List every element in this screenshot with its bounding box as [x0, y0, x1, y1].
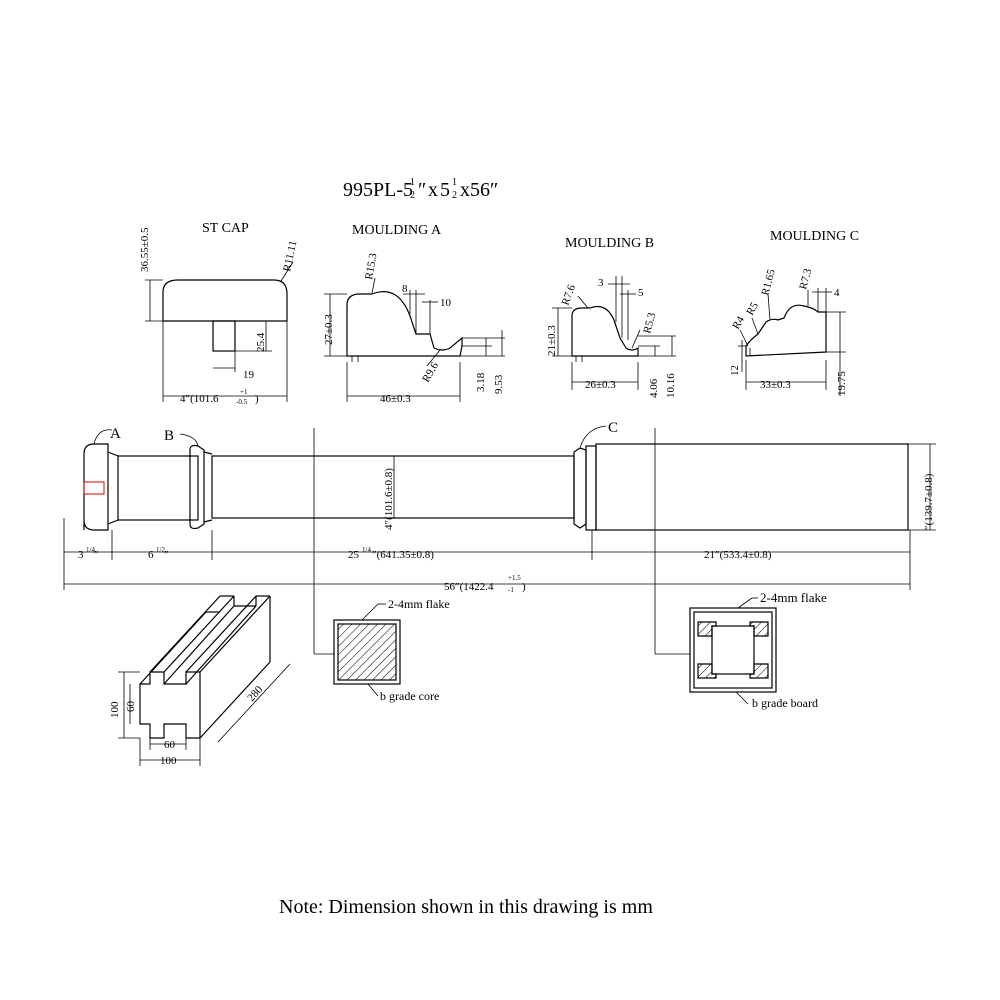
svg-text:26±0.3: 26±0.3: [585, 379, 616, 391]
svg-text:9.53: 9.53: [493, 374, 505, 394]
svg-text:″: ″: [94, 549, 99, 561]
svg-text:100: 100: [160, 755, 177, 767]
svg-text:4″(101.6±0.8): 4″(101.6±0.8): [383, 468, 395, 530]
svg-text:19.75: 19.75: [836, 371, 848, 396]
svg-text:2-4mm flake: 2-4mm flake: [760, 590, 827, 605]
svg-text:R5.3: R5.3: [641, 311, 658, 335]
svg-text:R5: R5: [744, 300, 761, 318]
svg-text:3.18: 3.18: [475, 372, 487, 392]
svg-text:″(139.7±0.8): ″(139.7±0.8): [923, 473, 935, 530]
moulding-a-label: MOULDING A: [352, 223, 442, 238]
svg-text:19: 19: [243, 369, 255, 381]
svg-text:): ): [522, 581, 526, 593]
svg-text:+1.5: +1.5: [508, 574, 521, 582]
svg-text:995PL-5: 995PL-5: [343, 179, 413, 201]
column-elevation: A B C 4″(101.6±0.8) ″(139.7±0.8) 3 1/4 ″…: [63, 420, 936, 655]
svg-text:R9.6: R9.6: [420, 360, 441, 385]
svg-text:+1: +1: [240, 388, 248, 396]
svg-text:R15.3: R15.3: [363, 252, 380, 281]
svg-text:-1: -1: [508, 586, 514, 594]
svg-text:27±0.3: 27±0.3: [323, 314, 335, 345]
core-section: 2-4mm flake b grade core: [333, 597, 450, 703]
svg-text:60: 60: [164, 739, 176, 751]
svg-text:8: 8: [402, 283, 408, 295]
moulding-a-detail: MOULDING A 27±0.3 R15.3 8 10 R9.6 3.18 9…: [323, 223, 505, 405]
st-cap-detail: ST CAP 36.55±0.5 R11.11 25.4 19 4″(101.6…: [139, 221, 299, 406]
svg-text:2-4mm flake: 2-4mm flake: [388, 597, 450, 611]
svg-text:21″(533.4±0.8): 21″(533.4±0.8): [704, 549, 772, 561]
svg-text:x: x: [428, 179, 438, 201]
mark-b-label: B: [164, 428, 174, 444]
svg-text:4.06: 4.06: [648, 378, 660, 398]
svg-text:R1.65: R1.65: [759, 268, 778, 297]
svg-text:33±0.3: 33±0.3: [760, 379, 791, 391]
svg-text:10.16: 10.16: [665, 373, 677, 398]
drawing-title: 995PL-5 1 2 ″ x 5 1 2 x56″: [343, 177, 498, 201]
svg-text:4″(101.6: 4″(101.6: [180, 393, 219, 405]
svg-text:″: ″: [164, 549, 169, 561]
svg-text:280: 280: [245, 683, 265, 704]
svg-text:12: 12: [729, 365, 741, 376]
svg-text:): ): [255, 393, 259, 405]
moulding-c-label: MOULDING C: [770, 229, 859, 244]
svg-text:10: 10: [440, 297, 452, 309]
svg-text:25.4: 25.4: [255, 332, 267, 352]
svg-text:1/4: 1/4: [86, 546, 95, 554]
svg-text:b grade core: b grade core: [380, 689, 439, 703]
svg-text:1/2: 1/2: [156, 546, 165, 554]
blank-isometric: 100 60 60 100 280: [109, 595, 291, 767]
svg-text:21±0.3: 21±0.3: [546, 325, 558, 356]
svg-text:″(641.35±0.8): ″(641.35±0.8): [372, 549, 434, 561]
moulding-b-detail: MOULDING B 21±0.3 R7.6 3 5 R5.3 4.06 10.…: [546, 236, 677, 398]
st-cap-label: ST CAP: [202, 221, 249, 236]
svg-text:100: 100: [109, 701, 121, 718]
svg-text:R7.6: R7.6: [560, 283, 579, 307]
svg-text:2: 2: [410, 190, 415, 201]
svg-text:R4: R4: [730, 314, 747, 332]
svg-text:3: 3: [598, 277, 604, 289]
svg-text:56″(1422.4: 56″(1422.4: [444, 581, 494, 593]
moulding-b-label: MOULDING B: [565, 236, 654, 251]
board-section: 2-4mm flake b grade board: [689, 590, 827, 710]
svg-text:3: 3: [78, 549, 84, 561]
svg-text:6: 6: [148, 549, 154, 561]
svg-text:4: 4: [834, 287, 840, 299]
svg-text:R11.11: R11.11: [281, 240, 299, 273]
svg-text:b grade board: b grade board: [752, 696, 818, 710]
svg-text:-0.5: -0.5: [236, 398, 248, 406]
mark-a-label: A: [110, 426, 121, 442]
svg-text:5: 5: [638, 287, 644, 299]
svg-text:x56″: x56″: [460, 179, 498, 201]
svg-text:2: 2: [452, 190, 457, 201]
svg-text:5: 5: [440, 179, 450, 201]
svg-text:25: 25: [348, 549, 360, 561]
mark-c-label: C: [608, 420, 618, 436]
svg-text:R7.3: R7.3: [797, 267, 814, 291]
moulding-c-detail: MOULDING C R1.65 R7.3 R5 R4 4 19.75 12 3…: [729, 229, 859, 396]
drawing-note: Note: Dimension shown in this drawing is…: [279, 896, 653, 918]
svg-text:1: 1: [410, 177, 415, 188]
svg-text:1: 1: [452, 177, 457, 188]
svg-text:36.55±0.5: 36.55±0.5: [139, 227, 151, 272]
svg-text:″: ″: [418, 179, 426, 201]
svg-text:1/4: 1/4: [362, 546, 371, 554]
svg-text:60: 60: [125, 701, 137, 713]
svg-text:46±0.3: 46±0.3: [380, 393, 411, 405]
